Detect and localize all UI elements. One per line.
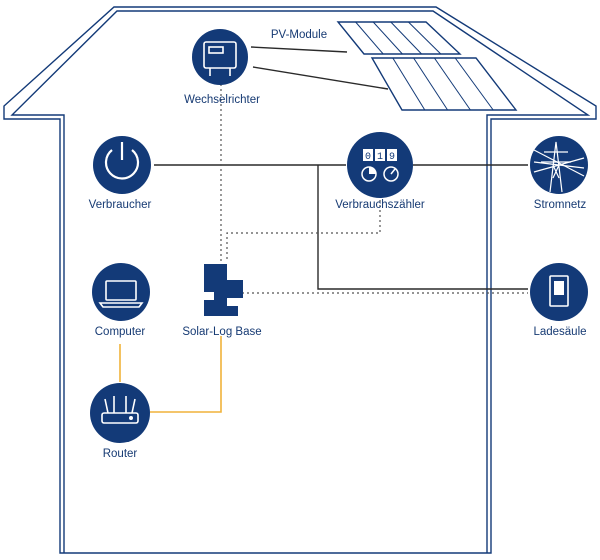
pv-cell-divider bbox=[408, 21, 442, 55]
pv-modules-label: PV-Module bbox=[271, 29, 327, 41]
inverter-node[interactable] bbox=[192, 29, 248, 85]
meter-digit-3: 9 bbox=[389, 152, 395, 163]
pv-cell-divider bbox=[392, 57, 426, 111]
charging-station-icon bbox=[549, 275, 569, 307]
power-pylon-icon bbox=[533, 141, 585, 193]
data-lines-dotted bbox=[220, 84, 528, 294]
pv-cell-divider bbox=[413, 57, 449, 111]
grid-label: Stromnetz bbox=[534, 199, 587, 211]
charging-label: Ladesäule bbox=[533, 326, 586, 338]
meter-icon: 0 1 9 bbox=[361, 149, 399, 182]
pv-cell-divider bbox=[433, 57, 471, 111]
solarlog-device-icon bbox=[204, 264, 243, 316]
consumer-label: Verbraucher bbox=[89, 199, 152, 211]
house-outline bbox=[3, 6, 597, 554]
meter-node[interactable]: 0 1 9 bbox=[347, 132, 413, 198]
power-icon bbox=[104, 142, 140, 180]
router-icon bbox=[101, 396, 139, 424]
solar-panel-icon bbox=[336, 21, 518, 111]
computer-label: Computer bbox=[95, 326, 146, 338]
network-cables bbox=[119, 336, 222, 413]
solarlog-node[interactable] bbox=[204, 264, 243, 316]
computer-node[interactable] bbox=[92, 263, 150, 321]
pv-cell-divider bbox=[355, 21, 384, 55]
consumer-node[interactable] bbox=[93, 136, 151, 194]
inverter-label: Wechselrichter bbox=[184, 94, 260, 106]
pv-cell-divider bbox=[372, 21, 403, 55]
pv-panel bbox=[370, 57, 518, 111]
laptop-icon bbox=[98, 280, 144, 308]
router-label: Router bbox=[103, 448, 138, 460]
inverter-icon bbox=[203, 41, 237, 76]
pv-cell-divider bbox=[454, 57, 494, 111]
power-lines bbox=[154, 46, 528, 290]
charging-node[interactable] bbox=[530, 263, 588, 321]
pv-panel bbox=[336, 21, 462, 55]
meter-label: Verbrauchszähler bbox=[335, 199, 425, 211]
meter-digit-2: 1 bbox=[377, 152, 383, 163]
router-node[interactable] bbox=[90, 383, 150, 443]
grid-node[interactable] bbox=[530, 136, 588, 194]
solarlog-label: Solar-Log Base bbox=[182, 326, 261, 338]
pv-cell-divider bbox=[390, 21, 422, 55]
meter-digit-1: 0 bbox=[365, 152, 371, 163]
